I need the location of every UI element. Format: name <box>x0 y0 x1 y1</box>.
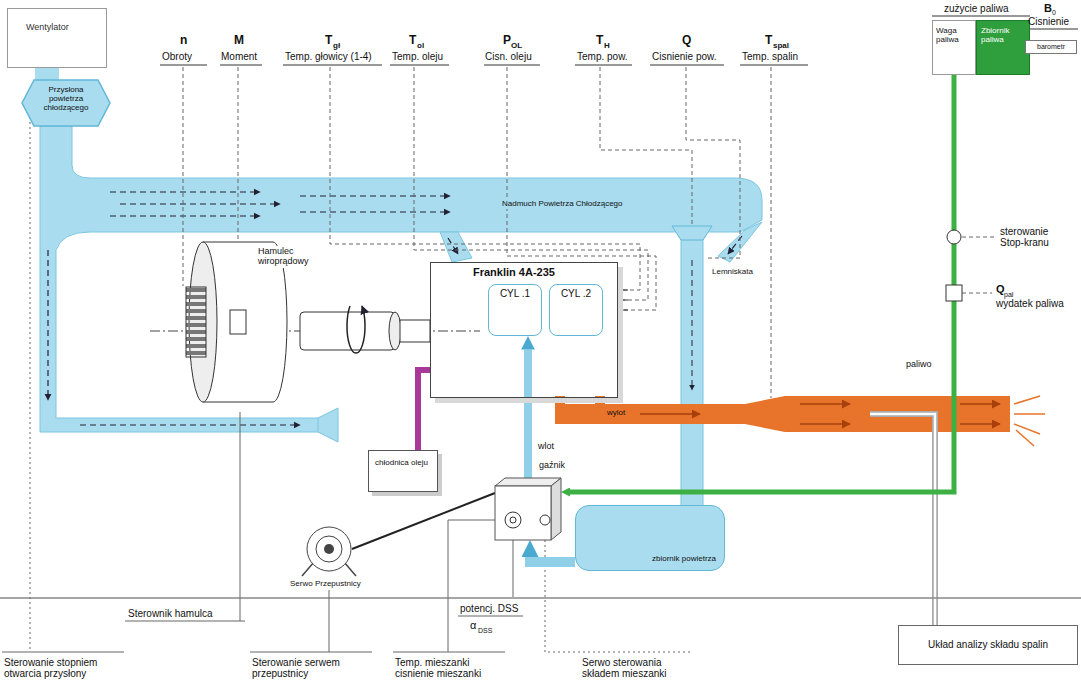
signal-symbol: ol <box>417 42 424 51</box>
pipe-connector <box>418 370 430 450</box>
node-text: zbiornik powietrza <box>652 555 716 564</box>
throttle-servo: Serwo Przepustnicy <box>306 526 352 572</box>
signal-symbol: T <box>765 34 772 47</box>
annotation-label: Cisnienie pow. <box>652 51 716 62</box>
signal-symbol: B <box>1044 2 1052 14</box>
node-text: Waga paliwa <box>933 21 975 51</box>
fan-box: Wentylator <box>7 8 107 68</box>
signal-symbol: T <box>409 34 416 47</box>
signal-symbol: M <box>234 34 244 47</box>
pipe-label: wlot <box>536 442 556 452</box>
node-text: CYL .1 <box>489 285 541 299</box>
annotation-label: Sterowanie stopniem otwarcia przysłony <box>4 657 124 679</box>
node-text: CYL .2 <box>550 285 602 299</box>
node-text: Zbiornik paliwa <box>977 21 1029 51</box>
pipe-connector <box>35 68 59 80</box>
node-text: Przysłona powietrza chłodzącego <box>22 80 110 112</box>
pipe-connector <box>352 493 495 549</box>
annotation-label: Serwo sterowania składem mieszanki <box>582 657 692 679</box>
annotation-label: Temp. oleju <box>392 51 443 62</box>
fuel-tank: Zbiornik paliwa <box>976 20 1030 75</box>
annotation-label: Cisnienie <box>1028 16 1069 27</box>
engine-box: Franklin 4A-235CYL .1 CYL .2 <box>430 262 618 398</box>
annotation-label: DSS <box>478 627 492 635</box>
node-text: Serwo Przepustnicy <box>290 580 361 589</box>
signal-symbol: Q <box>996 283 1005 295</box>
annotation-label: 0 <box>1052 9 1056 17</box>
carburettor-shape <box>495 478 561 540</box>
cylinder-box: CYL .1 <box>488 284 542 336</box>
node-text: Hamulec wiroprądowy <box>256 246 322 268</box>
signal-symbol: n <box>180 34 187 47</box>
annotation-label: Temp. głowicy (1-4) <box>285 51 372 62</box>
oil-cooler: chłodnica oleju <box>368 450 438 492</box>
annotation-label: pal <box>1004 291 1013 299</box>
node-text: chłodnica oleju <box>369 451 437 468</box>
exhaust-pipe <box>555 396 1045 446</box>
node-text: barometr <box>1026 41 1076 51</box>
flow-meter <box>946 285 962 301</box>
annotation-label: sterowanie Stop-kranu <box>1000 226 1072 248</box>
signal-symbol: OL <box>511 42 522 51</box>
annotation-label: Sterownik hamulca <box>128 608 212 619</box>
gas-sampling-line <box>870 414 935 625</box>
signal-symbol: T <box>325 34 332 47</box>
annotation-label: Sterowanie serwem przepustnicy <box>252 657 372 679</box>
node-text: gaźnik <box>539 461 565 471</box>
annotation-label: Nadmuch Powietrza Chłodzącego <box>500 200 625 209</box>
eddy-current-brake: Hamulec wiroprądowy <box>178 232 303 412</box>
air-tank: zbiornik powietrza <box>575 505 725 571</box>
lemniscate-tube <box>672 226 712 511</box>
cylinder-box: CYL .2 <box>549 284 603 336</box>
pipe-label: paliwo <box>904 360 934 370</box>
signal-symbol: P <box>503 34 511 47</box>
pipe-connector <box>524 350 532 478</box>
signal-symbol: T <box>596 34 603 47</box>
pipe-connector <box>570 75 954 492</box>
annotation-label: Cisn. oleju <box>485 51 532 62</box>
barometer: barometr <box>1025 40 1077 54</box>
air-shutter: Przysłona powietrza chłodzącego <box>22 80 110 126</box>
signal-symbol: spal <box>773 42 789 51</box>
annotation-label: zużycie paliwa <box>944 3 1008 14</box>
annotation-label: Obroty <box>162 51 192 62</box>
node-text: Wentylator <box>8 9 106 33</box>
cooling-duct <box>40 126 762 442</box>
annotation-label: Moment <box>221 51 257 62</box>
fuel-scale: Waga paliwa <box>932 20 976 75</box>
carburettor: gaźnik <box>495 478 561 540</box>
signal-symbol: Q <box>682 34 691 47</box>
signal-symbol: H <box>604 42 610 51</box>
signal-symbol: gł <box>333 42 340 51</box>
annotation-label: wydatek paliwa <box>996 298 1064 309</box>
throttle-servo-shape <box>306 526 352 572</box>
annotation-label: Temp. pow. <box>577 51 628 62</box>
node-text: Układ analizy składu spalin <box>899 626 1077 650</box>
annotation-label: Temp. mieszanki cisnienie mieszanki <box>395 657 505 679</box>
annotation-label: potencj. DSS <box>460 603 518 614</box>
annotation-label: Temp. spalin <box>742 51 798 62</box>
pipe-connector <box>530 557 575 562</box>
stop-valve <box>947 230 961 244</box>
node-text: Franklin 4A-235 <box>431 263 617 278</box>
leader-lines <box>0 16 1081 652</box>
exhaust-analyser: Układ analizy składu spalin <box>898 625 1078 665</box>
annotation-label: Lemniskata <box>712 268 753 277</box>
annotation-label: wylot <box>607 409 625 418</box>
annotation-label: α <box>470 619 476 631</box>
